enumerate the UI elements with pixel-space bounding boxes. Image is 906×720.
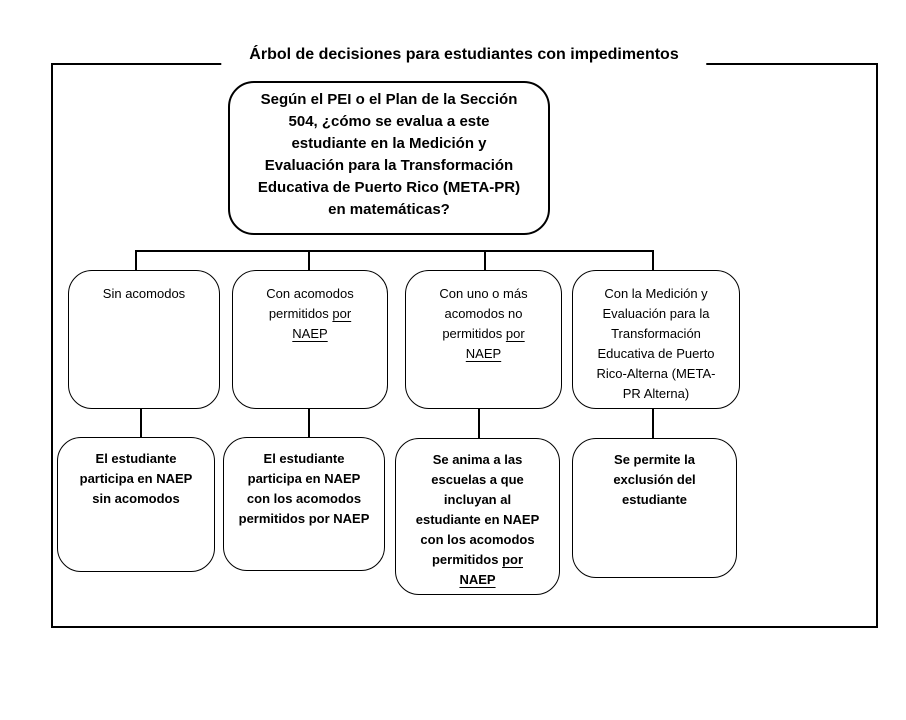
- outcome-node-participa-sin-acomodos: El estudiante participa en NAEP sin acom…: [57, 437, 215, 572]
- root-question-node: Según el PEI o el Plan de la Sección 504…: [228, 81, 550, 235]
- connector-branch-to-outcome-4: [652, 409, 654, 439]
- underlined-text: por NAEP: [292, 306, 352, 341]
- outcome-label: El estudiante participa en NAEP sin acom…: [58, 438, 214, 509]
- outcome-node-se-anima-escuelas: Se anima a las escuelas a que incluyan a…: [395, 438, 560, 595]
- connector-drop-branch-4: [652, 250, 654, 271]
- branch-label: Con acomodos permitidos por NAEP: [233, 271, 387, 344]
- text-segment: Con la Medición y Evaluación para la Tra…: [596, 286, 716, 401]
- diagram-title: Árbol de decisiones para estudiantes con…: [221, 43, 707, 66]
- connector-horizontal-bar: [135, 250, 653, 252]
- connector-branch-to-outcome-3: [478, 409, 480, 439]
- branch-node-meta-pr-alterna: Con la Medición y Evaluación para la Tra…: [572, 270, 740, 409]
- branch-node-acomodos-no-permitidos: Con uno o más acomodos no permitidos por…: [405, 270, 562, 409]
- branch-node-acomodos-permitidos: Con acomodos permitidos por NAEP: [232, 270, 388, 409]
- underlined-text: por NAEP: [465, 326, 525, 361]
- connector-drop-branch-3: [484, 250, 486, 271]
- text-segment: Se permite la exclusión del estudiante: [613, 452, 696, 507]
- underlined-text: por NAEP: [459, 552, 524, 587]
- branch-node-sin-acomodos: Sin acomodos: [68, 270, 220, 409]
- connector-branch-to-outcome-2: [308, 409, 310, 439]
- text-segment: El estudiante participa en NAEP sin acom…: [79, 451, 193, 506]
- text-segment: Se anima a las escuelas a que incluyan a…: [415, 452, 540, 567]
- outcome-label: El estudiante participa en NAEP con los …: [224, 438, 384, 529]
- outcome-node-participa-con-acomodos: El estudiante participa en NAEP con los …: [223, 437, 385, 571]
- outcome-label: Se anima a las escuelas a que incluyan a…: [396, 439, 559, 590]
- connector-drop-branch-2: [308, 250, 310, 271]
- text-segment: El estudiante participa en NAEP con los …: [238, 451, 370, 526]
- outcome-node-se-permite-exclusion: Se permite la exclusión del estudiante: [572, 438, 737, 578]
- branch-label: Con la Medición y Evaluación para la Tra…: [573, 271, 739, 404]
- text-segment: Con uno o más acomodos no permitidos: [439, 286, 528, 341]
- branch-label: Con uno o más acomodos no permitidos por…: [406, 271, 561, 364]
- connector-drop-branch-1: [135, 250, 137, 271]
- connector-branch-to-outcome-1: [140, 409, 142, 439]
- outcome-label: Se permite la exclusión del estudiante: [573, 439, 736, 510]
- root-question-text: Según el PEI o el Plan de la Sección 504…: [257, 91, 521, 218]
- text-segment: Sin acomodos: [102, 286, 186, 301]
- text-segment: Con acomodos permitidos: [266, 286, 354, 321]
- branch-label: Sin acomodos: [69, 271, 219, 304]
